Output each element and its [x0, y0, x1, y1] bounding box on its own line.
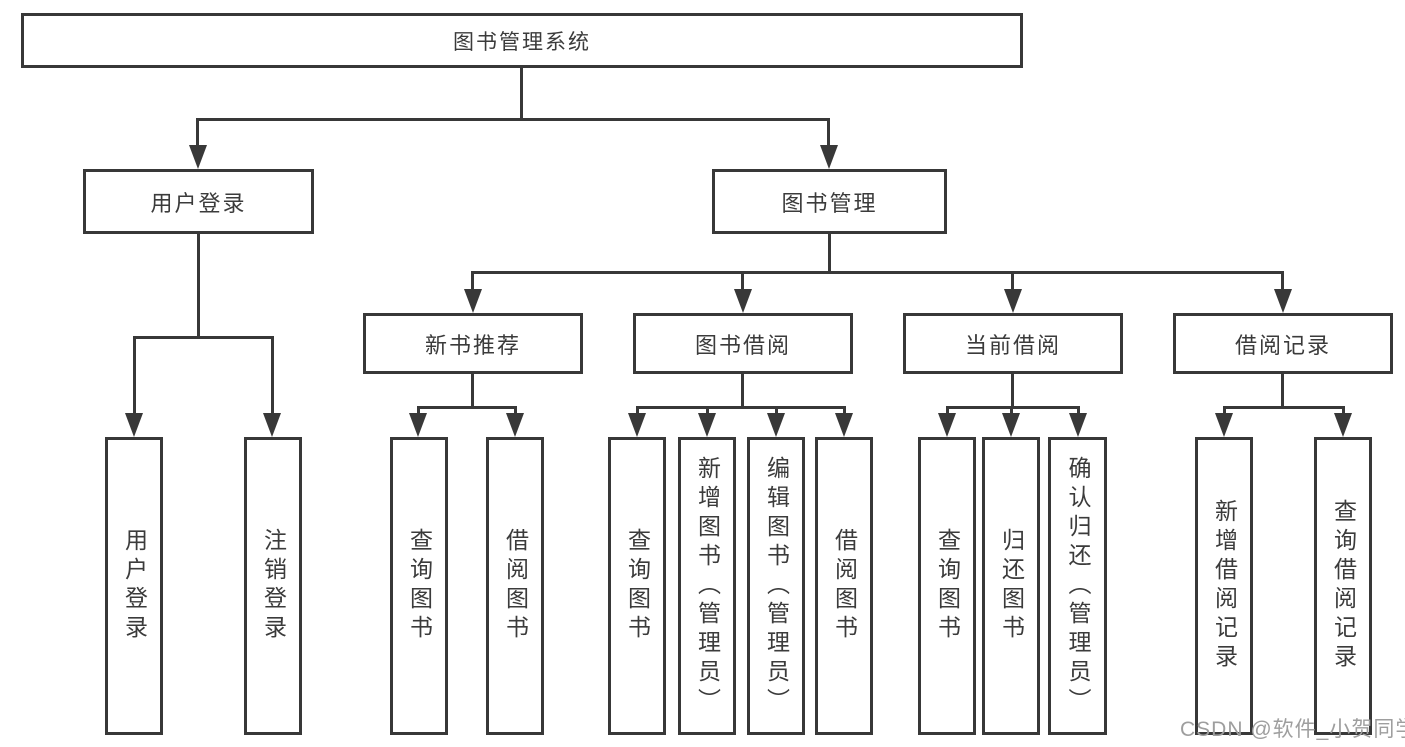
node-leaf-br-add-record-label: 新增借阅记录	[1211, 499, 1238, 673]
node-leaf-logout: 注销登录	[244, 437, 302, 735]
connector-borrow-records-stem	[1281, 374, 1284, 408]
node-leaf-bb-query-book: 查询图书	[608, 437, 666, 735]
connector-borrow-records-bar	[1223, 406, 1345, 409]
node-root-label: 图书管理系统	[453, 30, 591, 54]
connector-drop	[1011, 271, 1014, 291]
arrowhead-down-icon	[1069, 413, 1087, 437]
node-leaf-bb-add-book: 新增图书（管理员）	[678, 437, 736, 735]
node-leaf-nbr-query-book: 查询图书	[390, 437, 448, 735]
connector-user-login-stem	[197, 233, 200, 337]
connector-drop	[946, 406, 949, 416]
node-root: 图书管理系统	[21, 13, 1023, 68]
node-leaf-bb-add-book-label: 新增图书（管理员）	[694, 455, 721, 717]
csdn-watermark: CSDN @软件_小贺同学	[1180, 718, 1405, 741]
connector-drop	[706, 406, 709, 416]
arrowhead-down-icon	[820, 145, 838, 169]
node-leaf-cb-confirm-return-label: 确认归还（管理员）	[1065, 455, 1091, 717]
arrowhead-down-icon	[189, 145, 207, 169]
connector-drop	[843, 406, 846, 416]
node-new-book-rec-label: 新书推荐	[424, 332, 521, 358]
connector-drop	[1281, 271, 1284, 291]
node-leaf-br-query-record: 查询借阅记录	[1314, 437, 1372, 735]
arrowhead-down-icon	[464, 289, 482, 313]
connector-user-login-drop	[196, 118, 199, 148]
connector-new-book-rec-bar	[418, 406, 517, 409]
node-current-borrow-label: 当前借阅	[964, 332, 1061, 358]
node-leaf-bb-query-book-label: 查询图书	[624, 528, 651, 644]
node-borrow-records-label: 借阅记录	[1234, 332, 1331, 358]
connector-user-login-bar	[133, 336, 274, 339]
node-leaf-cb-query-book: 查询图书	[918, 437, 976, 735]
connector-drop	[471, 271, 474, 291]
connector-drop	[133, 336, 136, 414]
node-leaf-user-login-label: 用户登录	[121, 528, 148, 644]
connector-drop	[775, 406, 778, 416]
node-leaf-cb-return-book-label: 归还图书	[998, 528, 1025, 644]
arrowhead-down-icon	[1334, 413, 1352, 437]
connector-drop	[271, 336, 274, 414]
connector-new-book-rec-stem	[471, 374, 474, 408]
arrowhead-down-icon	[767, 413, 785, 437]
connector-drop	[1077, 406, 1080, 416]
node-book-mgmt-label: 图书管理	[781, 190, 878, 216]
node-leaf-cb-query-book-label: 查询图书	[934, 528, 961, 644]
arrowhead-down-icon	[506, 413, 524, 437]
node-leaf-bb-borrow-book-label: 借阅图书	[831, 528, 858, 644]
arrowhead-down-icon	[409, 413, 427, 437]
connector-book-mgmt-stem	[828, 234, 831, 273]
connector-current-borrow-stem	[1011, 374, 1014, 408]
node-user-login-label: 用户登录	[150, 190, 247, 216]
node-book-borrow: 图书借阅	[633, 313, 853, 374]
node-leaf-bb-borrow-book: 借阅图书	[815, 437, 873, 735]
connector-drop	[417, 406, 420, 416]
node-current-borrow: 当前借阅	[903, 313, 1123, 374]
node-leaf-bb-edit-book: 编辑图书（管理员）	[747, 437, 805, 735]
connector-drop	[636, 406, 639, 416]
node-book-borrow-label: 图书借阅	[694, 332, 791, 358]
connector-book-mgmt-drop	[827, 118, 830, 148]
node-leaf-nbr-borrow-book: 借阅图书	[486, 437, 544, 735]
connector-drop	[741, 271, 744, 291]
arrowhead-down-icon	[1274, 289, 1292, 313]
node-leaf-nbr-query-book-label: 查询图书	[406, 528, 433, 644]
connector-level3-bar	[472, 271, 1284, 274]
connector-book-borrow-bar	[636, 406, 846, 409]
node-leaf-user-login: 用户登录	[105, 437, 163, 735]
node-new-book-rec: 新书推荐	[363, 313, 583, 374]
node-leaf-br-query-record-label: 查询借阅记录	[1330, 499, 1357, 673]
node-borrow-records: 借阅记录	[1173, 313, 1393, 374]
arrowhead-down-icon	[125, 413, 143, 437]
connector-drop	[514, 406, 517, 416]
node-leaf-bb-edit-book-label: 编辑图书（管理员）	[763, 455, 790, 717]
arrowhead-down-icon	[628, 413, 646, 437]
node-user-login: 用户登录	[83, 169, 314, 234]
node-leaf-br-add-record: 新增借阅记录	[1195, 437, 1253, 735]
node-book-mgmt: 图书管理	[712, 169, 947, 234]
connector-level2-bar	[197, 118, 830, 121]
connector-drop	[1010, 406, 1013, 416]
arrowhead-down-icon	[698, 413, 716, 437]
arrowhead-down-icon	[835, 413, 853, 437]
node-leaf-cb-confirm-return: 确认归还（管理员）	[1048, 437, 1107, 735]
connector-drop	[1342, 406, 1345, 416]
connector-drop	[1223, 406, 1226, 416]
node-leaf-cb-return-book: 归还图书	[982, 437, 1040, 735]
arrowhead-down-icon	[1004, 289, 1022, 313]
node-leaf-logout-label: 注销登录	[260, 528, 287, 644]
arrowhead-down-icon	[263, 413, 281, 437]
connector-book-borrow-stem	[741, 374, 744, 408]
arrowhead-down-icon	[734, 289, 752, 313]
connector-root-stem	[520, 68, 523, 118]
arrowhead-down-icon	[938, 413, 956, 437]
arrowhead-down-icon	[1002, 413, 1020, 437]
node-leaf-nbr-borrow-book-label: 借阅图书	[502, 528, 529, 644]
arrowhead-down-icon	[1215, 413, 1233, 437]
